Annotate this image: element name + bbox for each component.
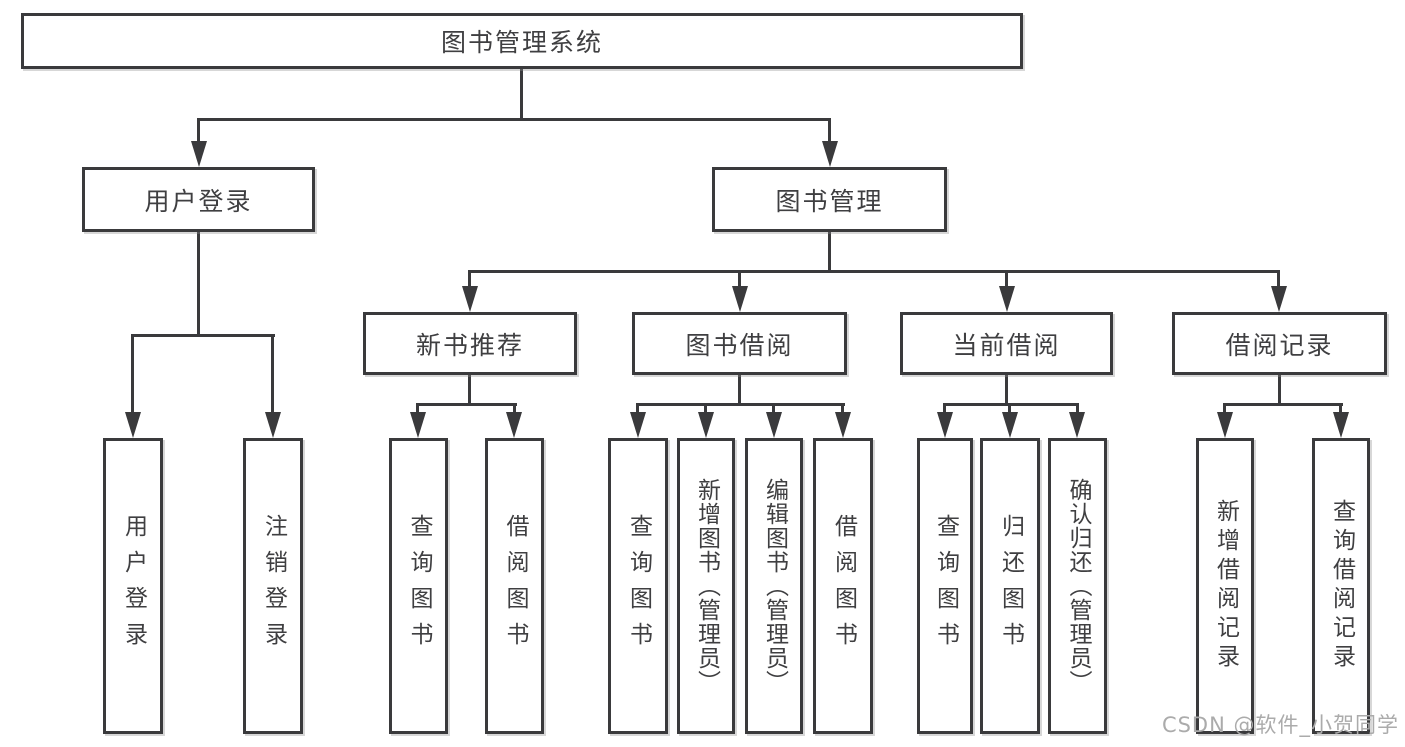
node-borrowing-records: 借阅记录 [1172, 312, 1387, 375]
leaf-user-login: 用户登录 [103, 438, 163, 734]
leaf-confirm-return-admin: 确认归还（管理员） [1048, 438, 1107, 734]
arrow-down-icon [1333, 412, 1349, 438]
connector-line [513, 403, 516, 415]
connector-line [1076, 403, 1079, 415]
leaf-query-books-current: 查询图书 [917, 438, 973, 734]
leaf-return-books: 归还图书 [980, 438, 1040, 734]
connector-line [271, 334, 274, 416]
arrow-down-icon [125, 412, 141, 438]
connector-line [704, 403, 707, 415]
arrow-down-icon [1002, 412, 1018, 438]
connector-line [738, 270, 741, 290]
connector-line [1005, 375, 1008, 406]
leaf-query-books-borrow: 查询图书 [608, 438, 668, 734]
arrow-down-icon [191, 141, 207, 167]
node-user-login: 用户登录 [82, 167, 315, 232]
node-root: 图书管理系统 [21, 13, 1023, 69]
node-current-borrowing: 当前借阅 [900, 312, 1113, 375]
connector-line [197, 118, 200, 144]
connector-line [416, 403, 419, 415]
arrow-down-icon [732, 286, 748, 312]
leaf-query-borrow-record: 查询借阅记录 [1312, 438, 1370, 734]
connector-line [468, 375, 471, 406]
connector-line [828, 118, 831, 144]
connector-line [131, 334, 275, 337]
arrow-down-icon [1217, 412, 1233, 438]
arrow-down-icon [1271, 286, 1287, 312]
connector-line [131, 334, 134, 416]
connector-line [738, 375, 741, 406]
leaf-edit-book-admin: 编辑图书（管理员） [745, 438, 803, 734]
arrow-down-icon [698, 412, 714, 438]
leaf-borrow-books-borrow: 借阅图书 [813, 438, 873, 734]
connector-line [1278, 375, 1281, 406]
connector-line [943, 403, 1079, 406]
arrow-down-icon [410, 412, 426, 438]
connector-line [943, 403, 946, 415]
connector-line [636, 403, 639, 415]
connector-line [197, 232, 200, 337]
connector-line [197, 118, 831, 121]
leaf-add-book-admin: 新增图书（管理员） [677, 438, 735, 734]
connector-line [772, 403, 775, 415]
connector-line [1223, 403, 1343, 406]
arrow-down-icon [999, 286, 1015, 312]
connector-line [468, 270, 1280, 273]
connector-line [841, 403, 844, 415]
arrow-down-icon [835, 412, 851, 438]
connector-line [1339, 403, 1342, 415]
watermark: CSDN @软件_小贺同学 [1161, 713, 1399, 737]
arrow-down-icon [1069, 412, 1085, 438]
connector-line [828, 232, 831, 273]
leaf-borrow-books-newbooks: 借阅图书 [485, 438, 544, 734]
connector-line [416, 403, 517, 406]
arrow-down-icon [766, 412, 782, 438]
arrow-down-icon [630, 412, 646, 438]
connector-line [636, 403, 845, 406]
arrow-down-icon [506, 412, 522, 438]
leaf-add-borrow-record: 新增借阅记录 [1196, 438, 1254, 734]
arrow-down-icon [265, 412, 281, 438]
connector-line [520, 67, 523, 120]
connector-line [1277, 270, 1280, 290]
node-book-borrowing: 图书借阅 [632, 312, 847, 375]
arrow-down-icon [937, 412, 953, 438]
connector-line [1005, 270, 1008, 290]
arrow-down-icon [462, 286, 478, 312]
node-book-management: 图书管理 [712, 167, 947, 232]
arrow-down-icon [822, 141, 838, 167]
connector-line [468, 270, 471, 290]
connector-line [1008, 403, 1011, 415]
leaf-query-books-newbooks: 查询图书 [389, 438, 448, 734]
node-new-book-recommend: 新书推荐 [363, 312, 577, 375]
connector-line [1223, 403, 1226, 415]
leaf-logout: 注销登录 [243, 438, 303, 734]
